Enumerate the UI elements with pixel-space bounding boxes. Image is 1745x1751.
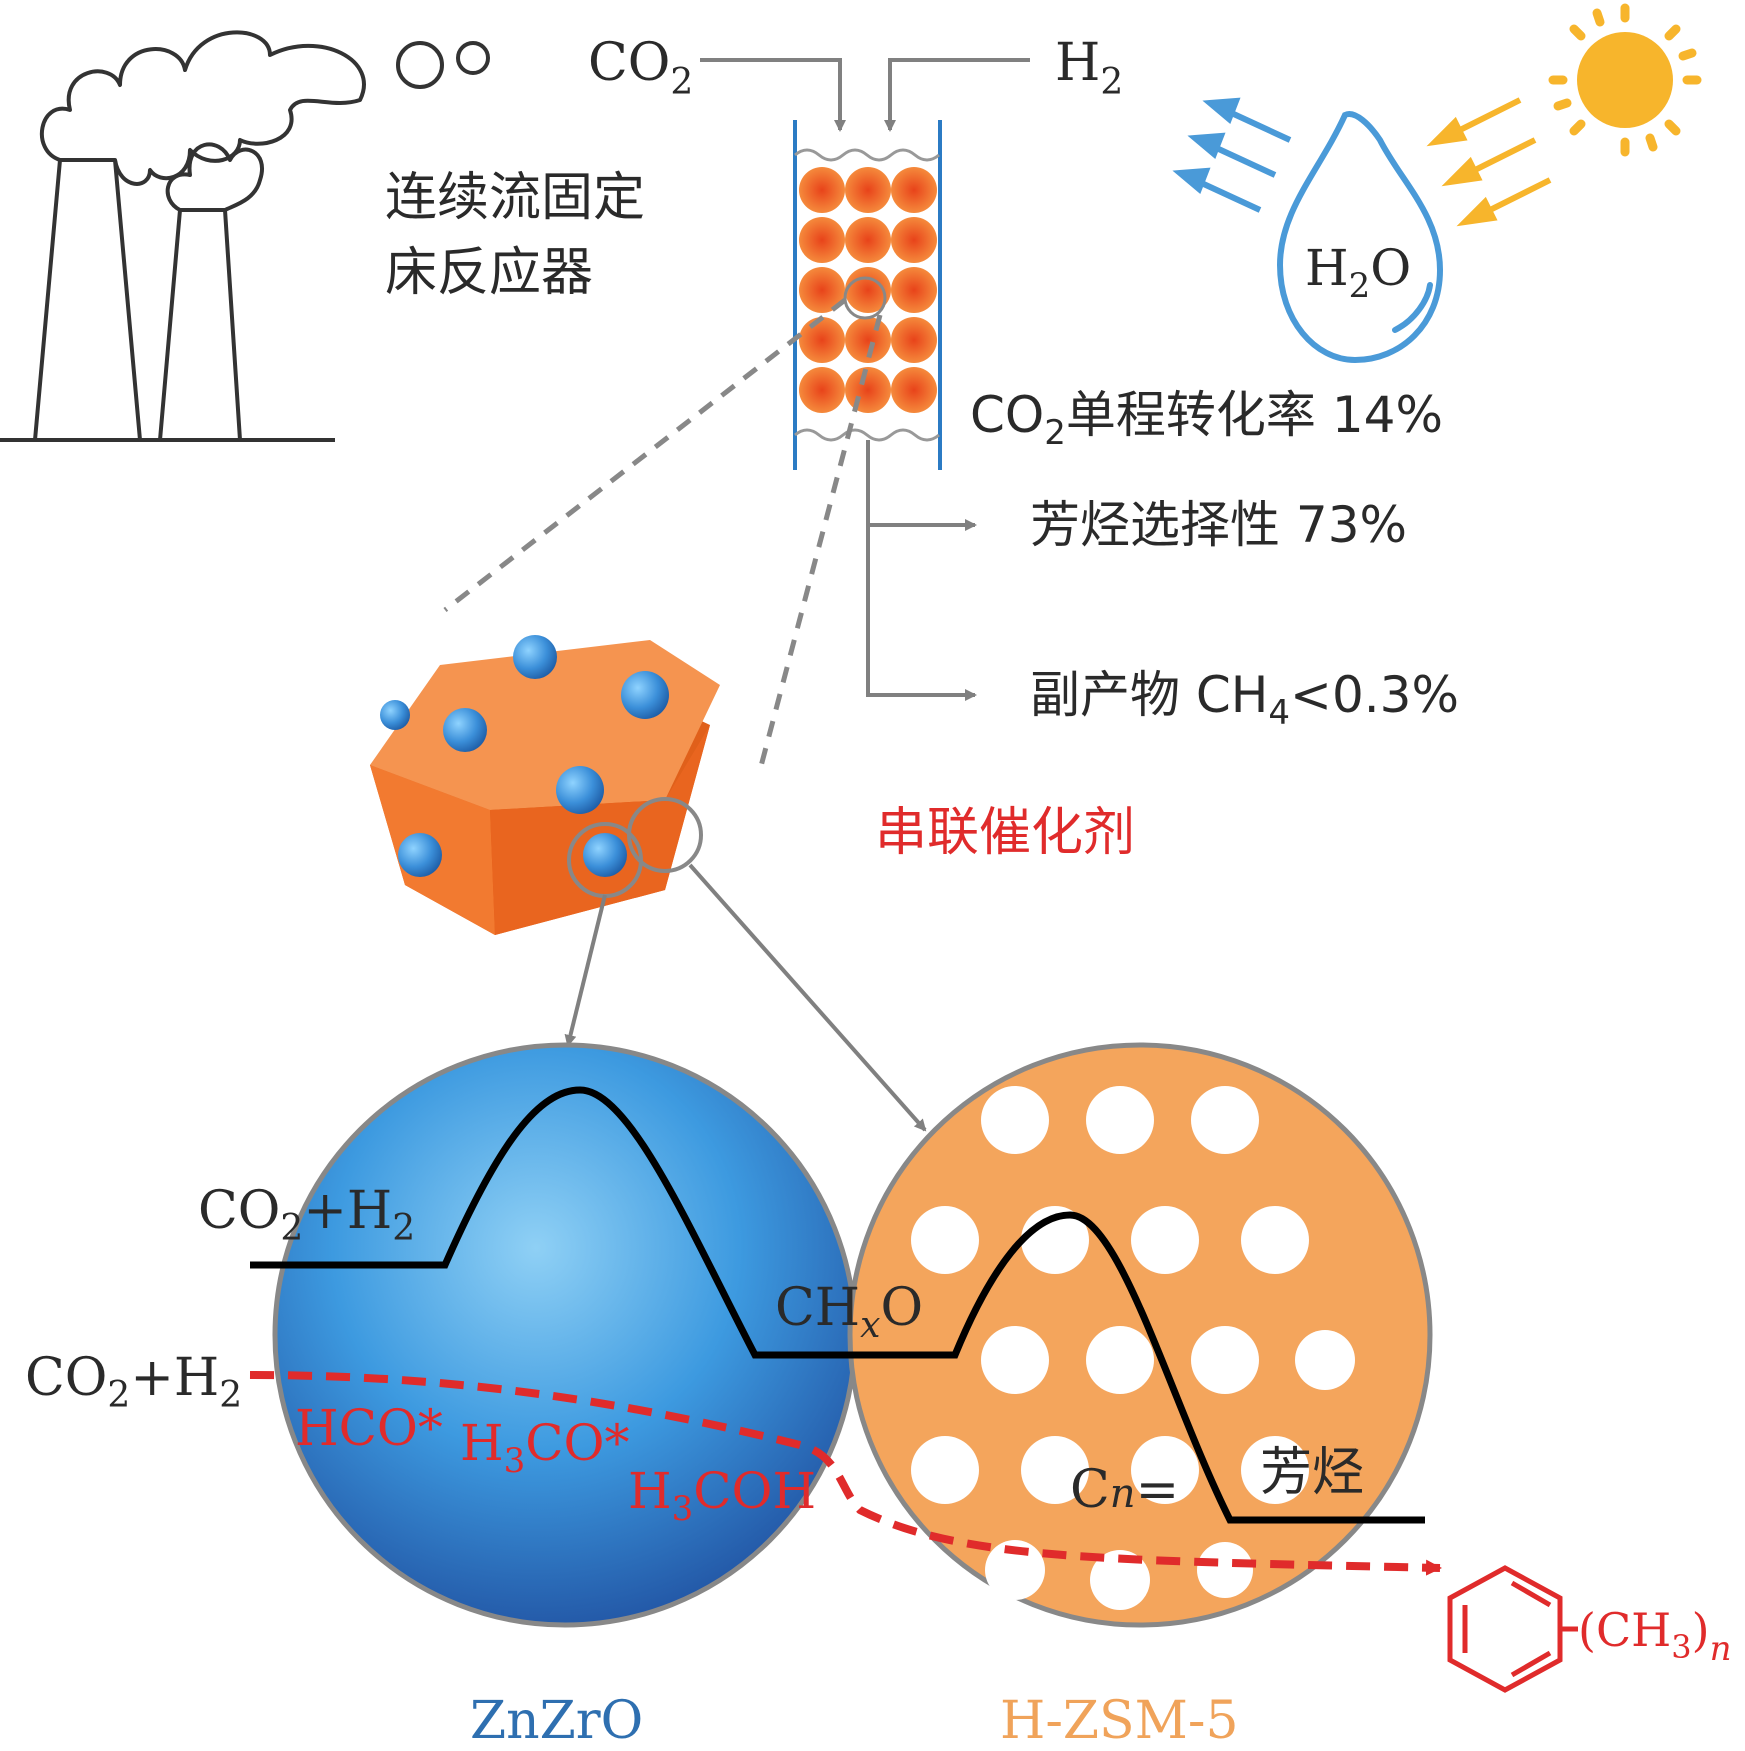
reactor-label-line2: 床反应器 bbox=[385, 243, 593, 303]
chxo-label: CHxO bbox=[775, 1278, 923, 1346]
zoom-line-left bbox=[443, 298, 847, 612]
zeolite-zoom-arrow bbox=[688, 863, 927, 1132]
hzsm5-label: H-ZSM-5 bbox=[1000, 1691, 1239, 1751]
evaporation-arrows-icon bbox=[1172, 97, 1292, 213]
water-label: H2O bbox=[1305, 239, 1411, 306]
co2-conversion-text: CO2单程转化率 14% bbox=[970, 386, 1443, 453]
water-drop-icon bbox=[1276, 111, 1444, 364]
hco-intermediate-label: HCO* bbox=[295, 1399, 443, 1457]
zoom-line-right bbox=[757, 314, 883, 771]
factory-icon bbox=[0, 30, 490, 442]
zeolite-pores bbox=[911, 1086, 1355, 1610]
oxide-beads bbox=[380, 635, 669, 877]
feed-h2-label: H2 bbox=[1055, 33, 1123, 103]
sun-icon bbox=[1548, 3, 1702, 157]
feed-co2-label: CO2 bbox=[588, 33, 693, 103]
tandem-catalyst-particle bbox=[370, 635, 720, 935]
reactor-label-line1: 连续流固定 bbox=[385, 168, 645, 228]
red-reaction-path bbox=[249, 1371, 1442, 1576]
znzro-sphere bbox=[272, 1042, 858, 1628]
byproduct-text: 副产物 CH4<0.3% bbox=[1030, 666, 1459, 733]
h3co-intermediate-label: H3CO* bbox=[460, 1414, 630, 1481]
byproduct-arrow bbox=[866, 440, 977, 701]
oxide-zoom-arrow bbox=[564, 894, 607, 1047]
h3coh-intermediate-label: H3COH bbox=[628, 1462, 816, 1529]
h2-feed-arrow bbox=[884, 58, 1030, 132]
hzsm5-sphere bbox=[847, 1042, 1433, 1628]
energy-profile-line bbox=[250, 1086, 1425, 1524]
zoom-circle bbox=[843, 276, 887, 320]
aromatics-product-label: 芳烃 bbox=[1260, 1443, 1364, 1503]
methyl-substituent-label: (CH3)n bbox=[1578, 1603, 1731, 1669]
tandem-catalyst-label: 串联催化剂 bbox=[875, 803, 1135, 863]
methylbenzene-icon bbox=[1447, 1565, 1578, 1693]
sunlight-rays-icon bbox=[1426, 97, 1552, 227]
red-start-label: CO2+H2 bbox=[25, 1348, 242, 1416]
olefin-label: Cn= bbox=[1070, 1460, 1179, 1520]
catalyst-pellets bbox=[799, 167, 937, 413]
co2-feed-arrow bbox=[700, 58, 846, 132]
aromatics-selectivity-text: 芳烃选择性 73% bbox=[1030, 496, 1407, 554]
znzro-label: ZnZrO bbox=[470, 1691, 643, 1751]
black-start-label: CO2+H2 bbox=[198, 1181, 415, 1249]
reactor-tube bbox=[793, 120, 942, 470]
